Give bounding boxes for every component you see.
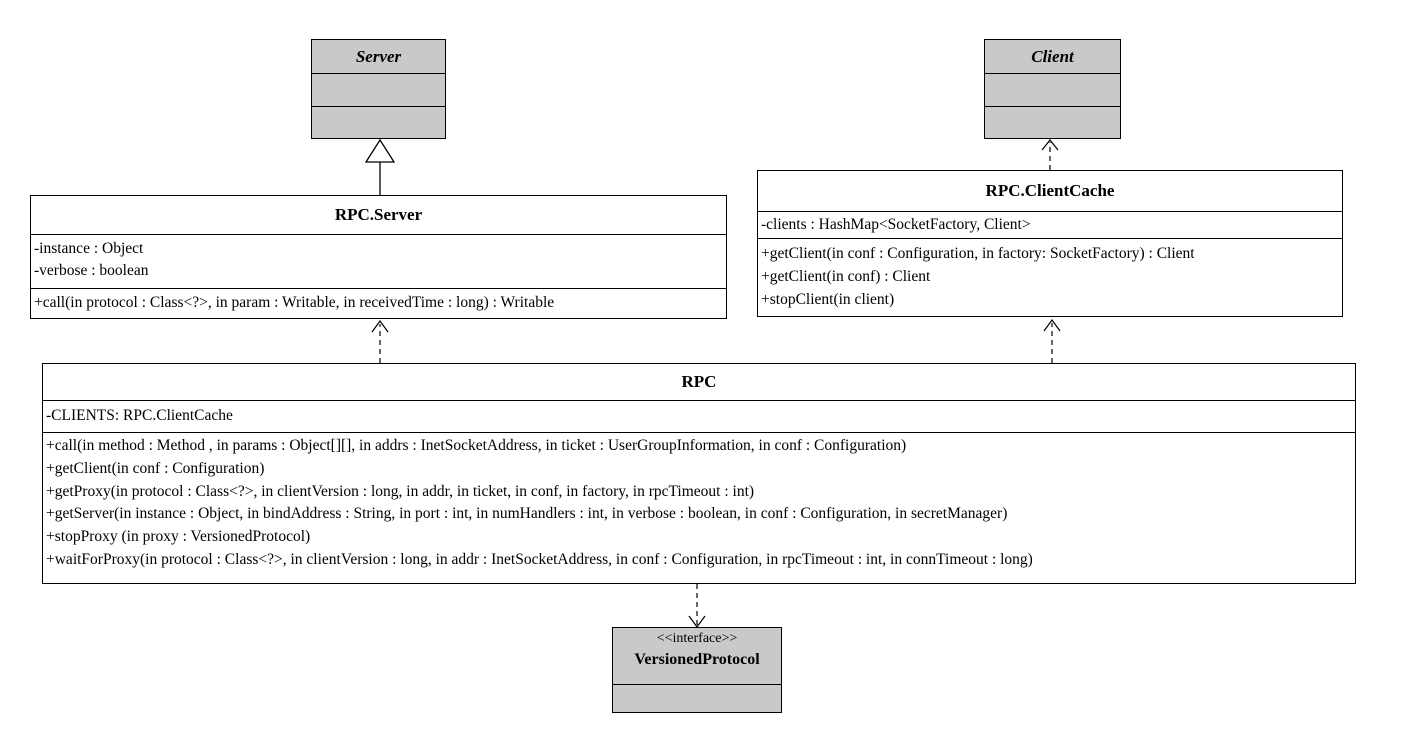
class-client: Client xyxy=(984,39,1121,139)
attributes-compartment xyxy=(613,684,781,712)
class-name: Server xyxy=(355,47,402,66)
operations-compartment xyxy=(985,106,1120,138)
class-header: <<interface>> VersionedProtocol xyxy=(613,628,781,684)
class-rpc: RPC -CLIENTS: RPC.ClientCache +call(in m… xyxy=(42,363,1356,584)
operations-compartment: +call(in protocol : Class<?>, in param :… xyxy=(31,288,726,318)
attribute: -verbose : boolean xyxy=(34,262,149,279)
attribute: -clients : HashMap<SocketFactory, Client… xyxy=(761,216,1031,233)
operations-compartment xyxy=(312,106,445,138)
operation: +getClient(in conf : Configuration) xyxy=(46,459,265,477)
attributes-compartment: -CLIENTS: RPC.ClientCache xyxy=(43,400,1355,432)
operation: +call(in method : Method , in params : O… xyxy=(46,437,907,454)
attributes-compartment: -clients : HashMap<SocketFactory, Client… xyxy=(758,211,1342,238)
class-server: Server xyxy=(311,39,446,139)
interface-versionedprotocol: <<interface>> VersionedProtocol xyxy=(612,627,782,713)
class-rpc-clientcache: RPC.ClientCache -clients : HashMap<Socke… xyxy=(757,170,1343,317)
class-name: RPC xyxy=(681,372,717,391)
attributes-compartment xyxy=(985,73,1120,106)
attribute: -instance : Object xyxy=(34,240,144,257)
operation: +stopProxy (in proxy : VersionedProtocol… xyxy=(46,528,311,546)
class-name: Client xyxy=(1031,47,1074,66)
operation: +getProxy(in protocol : Class<?>, in cli… xyxy=(46,482,755,500)
dependency-rpc-clientcache xyxy=(1043,318,1061,363)
class-rpc-server: RPC.Server -instance : Object -verbose :… xyxy=(30,195,727,319)
attributes-compartment: -instance : Object -verbose : boolean xyxy=(31,234,726,288)
operations-compartment: +call(in method : Method , in params : O… xyxy=(43,432,1355,583)
dependency-clientcache-client xyxy=(1041,139,1059,170)
generalization-rpcserver-server xyxy=(364,138,396,195)
operation: +call(in protocol : Class<?>, in param :… xyxy=(34,294,555,311)
operation: +waitForProxy(in protocol : Class<?>, in… xyxy=(46,550,1033,568)
class-name: RPC.ClientCache xyxy=(985,181,1115,200)
attribute: -CLIENTS: RPC.ClientCache xyxy=(46,407,233,424)
class-name: RPC.Server xyxy=(334,205,423,224)
dependency-rpc-versionedprotocol xyxy=(688,584,706,629)
operations-compartment: +getClient(in conf : Configuration, in f… xyxy=(758,238,1342,316)
class-name: VersionedProtocol xyxy=(634,651,760,668)
operation: +stopClient(in client) xyxy=(761,291,895,308)
dependency-rpc-rpcserver xyxy=(371,319,389,363)
attributes-compartment xyxy=(312,73,445,106)
operation: +getClient(in conf : Configuration, in f… xyxy=(761,245,1195,262)
stereotype-label: <<interface>> xyxy=(656,631,738,646)
operation: +getClient(in conf) : Client xyxy=(761,268,931,285)
operation: +getServer(in instance : Object, in bind… xyxy=(46,505,1008,523)
